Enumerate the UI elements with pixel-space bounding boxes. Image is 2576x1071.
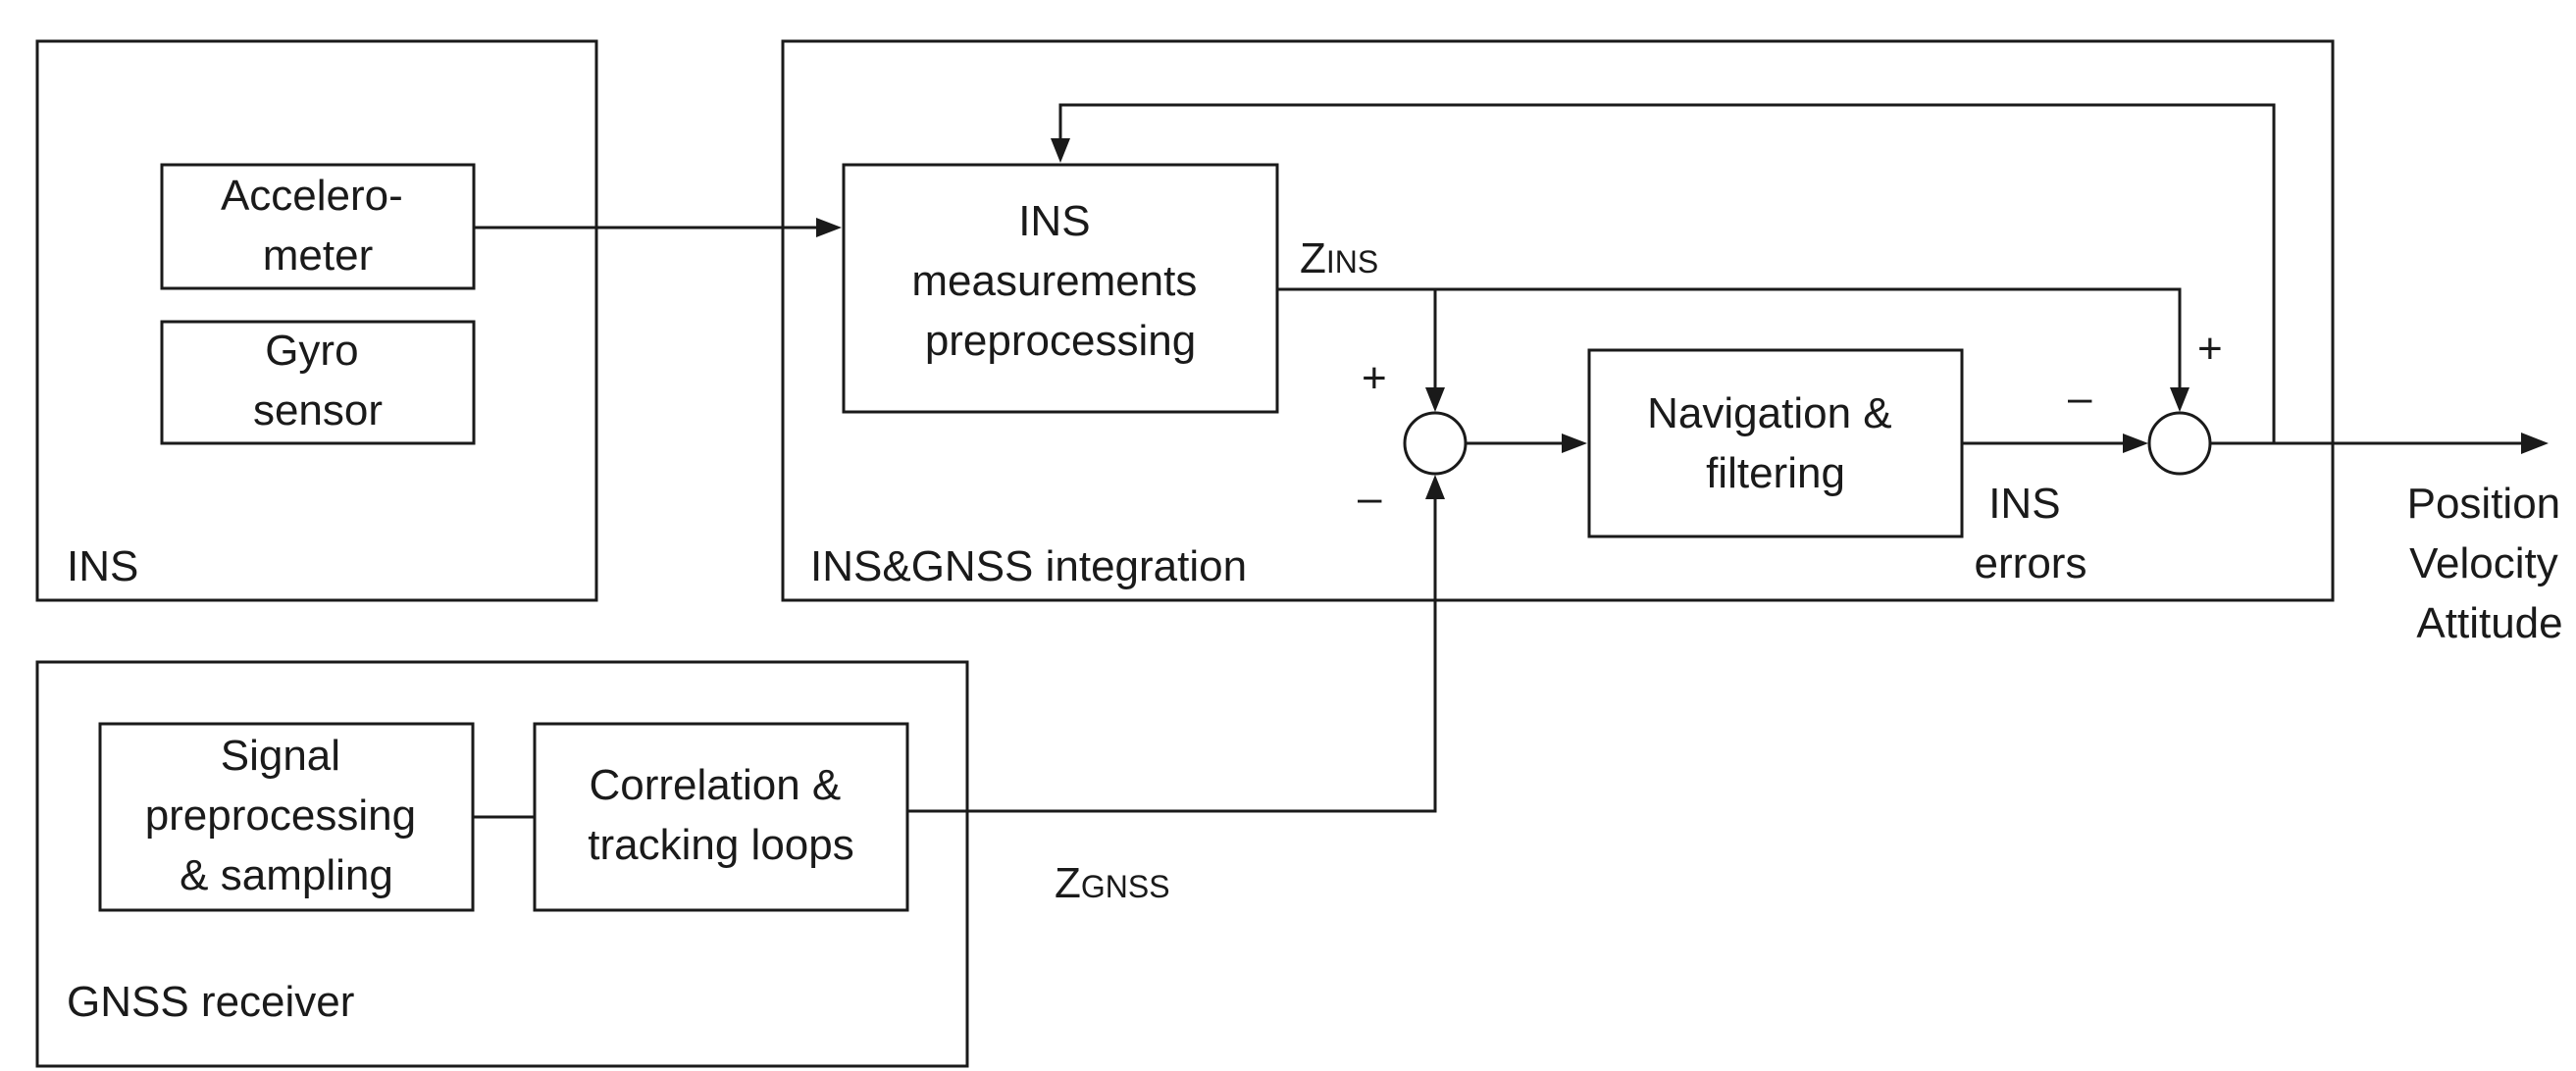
feedback-line — [1058, 103, 2276, 443]
signal-preprocessing-block — [98, 722, 475, 912]
arrowhead — [2521, 433, 2549, 454]
gyro-sensor-block — [160, 320, 476, 445]
z-ins-label: ZINS — [1300, 234, 1378, 282]
correlation-tracking-block — [533, 722, 909, 912]
sum1-minus-sign: – — [1358, 474, 1382, 522]
integration-container-label: INS&GNSS integration — [810, 542, 1247, 590]
arrowhead — [1425, 387, 1445, 412]
navigation-filtering-block — [1587, 348, 1964, 538]
output-label: Position Velocity Attitude — [2407, 480, 2573, 647]
arrowhead — [2170, 387, 2190, 412]
ins-container-label: INS — [67, 542, 138, 590]
z-gnss-line — [907, 498, 1437, 813]
arrowhead — [816, 218, 842, 237]
ins-errors-label: INS errors — [1975, 480, 2087, 587]
signal-preprocessing-label: Signal preprocessing & sampling — [145, 732, 429, 899]
correlation-tracking-label: Correlation & tracking loops — [588, 761, 853, 869]
gyro-sensor-label: Gyro sensor — [253, 327, 383, 434]
arrowhead — [1051, 138, 1070, 163]
sum1-plus-sign: + — [1362, 354, 1387, 402]
navigation-filtering-label: Navigation & filtering — [1647, 389, 1904, 497]
arrowhead — [2123, 434, 2148, 453]
gnss-receiver-container-label: GNSS receiver — [67, 978, 354, 1026]
arrowhead — [1425, 475, 1445, 499]
ins-preprocessing-label: INS measurements preprocessing — [911, 197, 1209, 365]
summing-junction-2 — [2147, 411, 2212, 476]
sum2-minus-sign: – — [2068, 374, 2092, 422]
ins-preprocessing-block — [842, 163, 1279, 414]
arrowhead — [1562, 434, 1587, 453]
summing-junction-1 — [1403, 411, 1468, 476]
sum2-plus-sign: + — [2197, 325, 2223, 373]
z-gnss-label: ZGNSS — [1055, 859, 1170, 907]
z-ins-to-junction-2-line — [1435, 287, 2182, 390]
accelerometer-label: Accelero- meter — [221, 172, 415, 280]
